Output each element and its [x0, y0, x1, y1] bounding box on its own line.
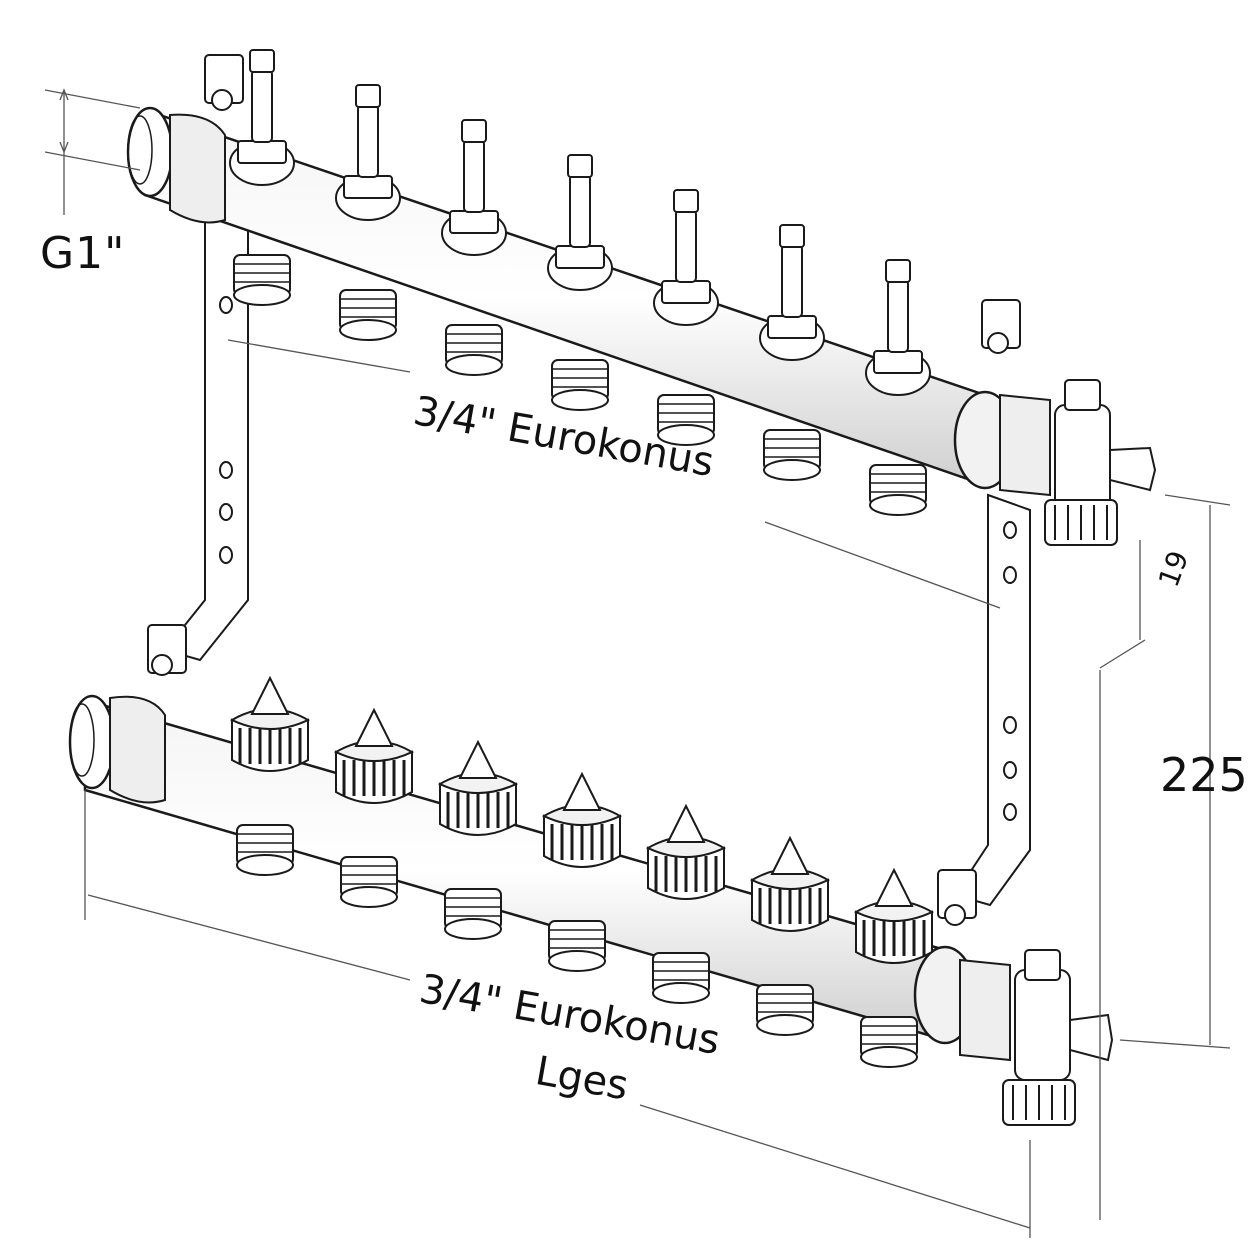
- flow-meter-icon: [865, 259, 931, 396]
- valve-cap-icon: [541, 771, 623, 868]
- flow-meter-icon: [653, 189, 719, 326]
- ball-valve-top: [999, 379, 1157, 546]
- dimension-lines: [44, 88, 1231, 1238]
- outlet-connector-icon: [444, 888, 502, 940]
- flow-meter-group: [229, 49, 931, 396]
- valve-cap-icon: [229, 675, 311, 772]
- outlet-connector-icon: [233, 254, 291, 306]
- inlet-thread-label: G1": [40, 228, 126, 279]
- outlet-connector-icon: [756, 984, 814, 1036]
- outlet-connector-icon: [869, 464, 927, 516]
- outlet-connector-icon: [551, 359, 609, 411]
- valve-cap-icon: [437, 739, 519, 836]
- valve-cap-icon: [749, 835, 831, 932]
- flow-meter-icon: [547, 154, 613, 291]
- outlet-connector-icon: [236, 824, 294, 876]
- flow-meter-icon: [229, 49, 295, 186]
- valve-cap-icon: [333, 707, 415, 804]
- outlet-connector-icon: [763, 429, 821, 481]
- flow-meter-icon: [759, 224, 825, 361]
- outlet-connector-icon: [340, 856, 398, 908]
- outlet-connector-icon: [445, 324, 503, 376]
- clamp-icon: [147, 54, 1021, 926]
- outlet-connector-icon: [339, 289, 397, 341]
- ball-valve-bottom: [959, 949, 1114, 1126]
- valve-cap-group: [229, 675, 935, 964]
- outlet-connector-icon: [860, 1016, 918, 1068]
- valve-cap-icon: [645, 803, 727, 900]
- outlet-connector-icon: [657, 394, 715, 446]
- outlet-connector-icon: [652, 952, 710, 1004]
- top-outlet-group: [233, 254, 927, 516]
- height-dimension-label: 225: [1160, 748, 1248, 802]
- mounting-bracket-right: [953, 493, 1031, 907]
- flow-meter-icon: [335, 84, 401, 221]
- bottom-outlet-group: [236, 824, 918, 1068]
- valve-cap-icon: [853, 867, 935, 964]
- outlet-connector-icon: [548, 920, 606, 972]
- flow-meter-icon: [441, 119, 507, 256]
